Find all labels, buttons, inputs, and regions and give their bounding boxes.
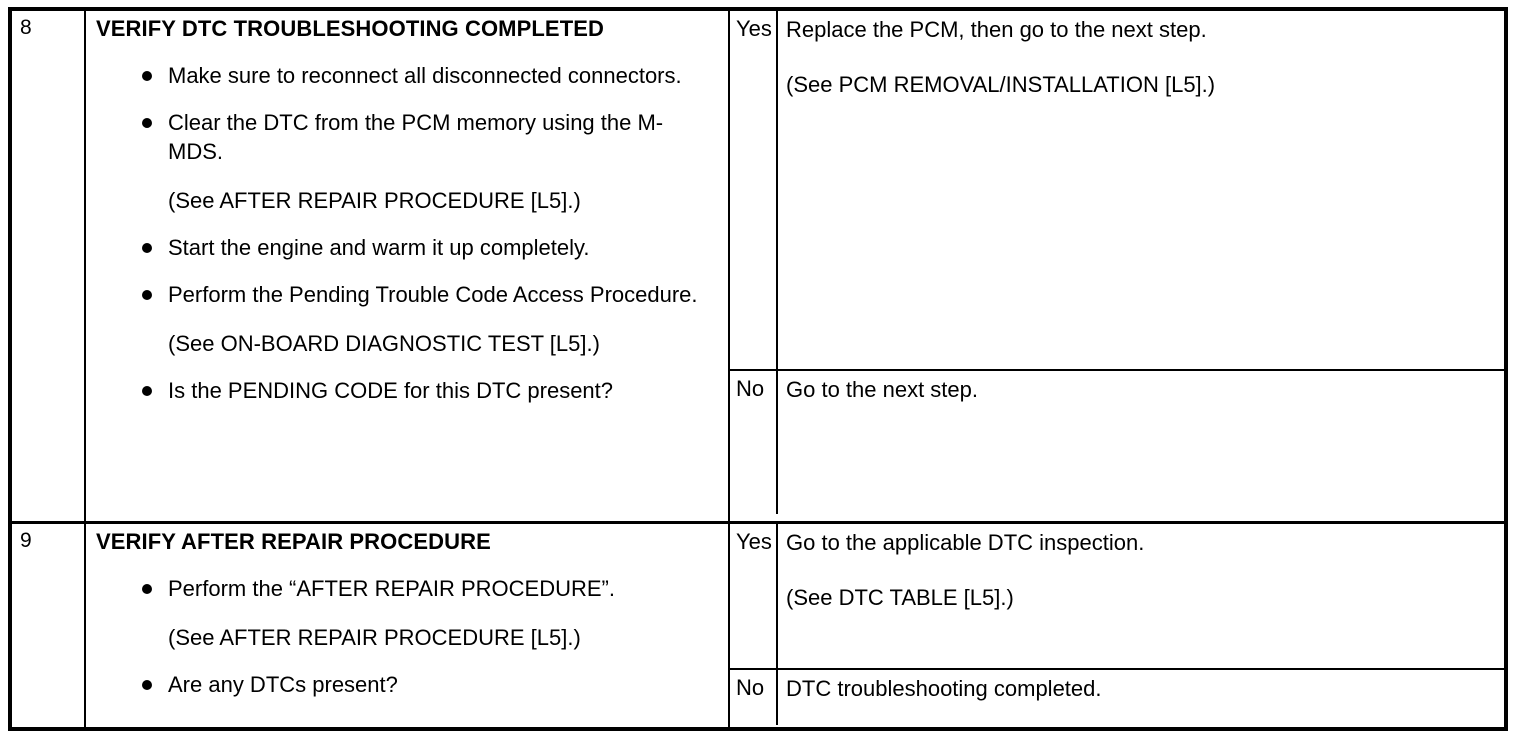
answer-label-no: No bbox=[730, 371, 778, 514]
list-item: Perform the Pending Trouble Code Access … bbox=[96, 280, 718, 309]
answer-text-yes: Replace the PCM, then go to the next ste… bbox=[778, 11, 1504, 369]
list-item-text: Is the PENDING CODE for this DTC present… bbox=[168, 378, 614, 403]
answer-label-yes: Yes bbox=[730, 524, 778, 668]
bullet-icon bbox=[142, 386, 152, 396]
list-item-text: Are any DTCs present? bbox=[168, 672, 398, 697]
answer-no-block: No Go to the next step. bbox=[730, 369, 1504, 514]
step-title: VERIFY DTC TROUBLESHOOTING COMPLETED bbox=[96, 16, 604, 41]
step-number: 8 bbox=[20, 16, 32, 39]
step-answers-cell: Yes Replace the PCM, then go to the next… bbox=[730, 11, 1504, 521]
step-item-list: Perform the “AFTER REPAIR PROCEDURE”. (S… bbox=[96, 574, 718, 699]
bullet-icon bbox=[142, 680, 152, 690]
step-title: VERIFY AFTER REPAIR PROCEDURE bbox=[96, 529, 491, 554]
table-row: 9 VERIFY AFTER REPAIR PROCEDURE Perform … bbox=[12, 521, 1504, 727]
bullet-icon bbox=[142, 118, 152, 128]
bullet-icon bbox=[142, 290, 152, 300]
answer-line-primary: DTC troubleshooting completed. bbox=[786, 676, 1102, 701]
answer-label-yes: Yes bbox=[730, 11, 778, 369]
list-item-text: Start the engine and warm it up complete… bbox=[168, 235, 590, 260]
reference-note: (See AFTER REPAIR PROCEDURE [L5].) bbox=[168, 625, 581, 650]
list-item-text: Perform the Pending Trouble Code Access … bbox=[168, 282, 698, 307]
answer-yes-block: Yes Go to the applicable DTC inspection.… bbox=[730, 524, 1504, 668]
list-item: Are any DTCs present? bbox=[96, 670, 718, 699]
bullet-icon bbox=[142, 584, 152, 594]
list-item-text: Clear the DTC from the PCM memory using … bbox=[168, 110, 664, 164]
table-row: 8 VERIFY DTC TROUBLESHOOTING COMPLETED M… bbox=[12, 11, 1504, 521]
answer-text-yes: Go to the applicable DTC inspection. (Se… bbox=[778, 524, 1504, 668]
answer-line-primary: Replace the PCM, then go to the next ste… bbox=[786, 17, 1207, 42]
answer-line-reference: (See PCM REMOVAL/INSTALLATION [L5].) bbox=[786, 72, 1216, 97]
bullet-icon bbox=[142, 71, 152, 81]
answer-text-no: Go to the next step. bbox=[778, 371, 1504, 514]
reference-note: (See ON-BOARD DIAGNOSTIC TEST [L5].) bbox=[168, 331, 600, 356]
answer-line-primary: Go to the applicable DTC inspection. bbox=[786, 530, 1145, 555]
answer-text-no: DTC troubleshooting completed. bbox=[778, 670, 1504, 725]
answer-line-primary: Go to the next step. bbox=[786, 377, 979, 402]
list-item: Start the engine and warm it up complete… bbox=[96, 233, 718, 262]
bullet-icon bbox=[142, 243, 152, 253]
answer-no-block: No DTC troubleshooting completed. bbox=[730, 668, 1504, 725]
step-description-cell: VERIFY DTC TROUBLESHOOTING COMPLETED Mak… bbox=[86, 11, 730, 521]
step-number-cell: 8 bbox=[12, 11, 86, 521]
step-number: 9 bbox=[20, 529, 32, 552]
answer-line-reference: (See DTC TABLE [L5].) bbox=[786, 585, 1014, 610]
list-item-text: Make sure to reconnect all disconnected … bbox=[168, 63, 682, 88]
list-item: Is the PENDING CODE for this DTC present… bbox=[96, 376, 718, 405]
list-item: Perform the “AFTER REPAIR PROCEDURE”. bbox=[96, 574, 718, 603]
list-item-text: Perform the “AFTER REPAIR PROCEDURE”. bbox=[168, 576, 615, 601]
step-item-list: Make sure to reconnect all disconnected … bbox=[96, 61, 718, 405]
troubleshooting-table: 8 VERIFY DTC TROUBLESHOOTING COMPLETED M… bbox=[8, 7, 1508, 731]
answer-label-no: No bbox=[730, 670, 778, 725]
step-number-cell: 9 bbox=[12, 524, 86, 727]
step-answers-cell: Yes Go to the applicable DTC inspection.… bbox=[730, 524, 1504, 727]
answer-yes-block: Yes Replace the PCM, then go to the next… bbox=[730, 11, 1504, 369]
list-item: Make sure to reconnect all disconnected … bbox=[96, 61, 718, 90]
reference-note: (See AFTER REPAIR PROCEDURE [L5].) bbox=[168, 188, 581, 213]
list-item: Clear the DTC from the PCM memory using … bbox=[96, 108, 718, 166]
step-description-cell: VERIFY AFTER REPAIR PROCEDURE Perform th… bbox=[86, 524, 730, 727]
